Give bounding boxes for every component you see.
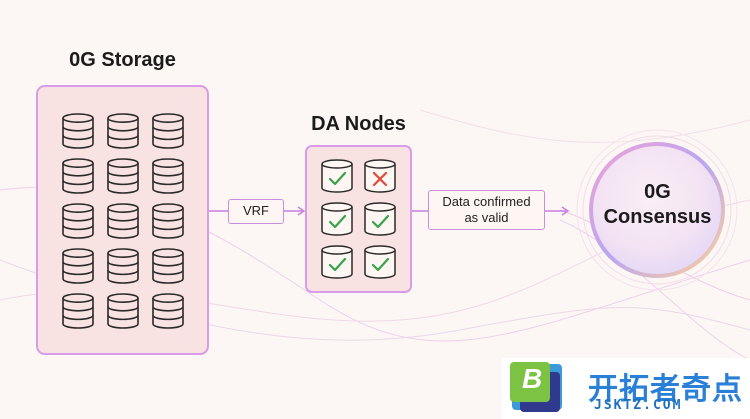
check-icon	[328, 214, 347, 229]
database-icon	[107, 293, 139, 329]
database-icon	[62, 248, 94, 284]
confirmation-line-1: Data confirmed	[442, 194, 531, 209]
database-icon	[62, 158, 94, 194]
da-node	[364, 245, 396, 279]
consensus-line-1: 0G	[644, 181, 671, 203]
watermark-text-en: JSKTZ.COM	[594, 398, 683, 413]
consensus-orb	[576, 129, 738, 291]
database-icon	[62, 203, 94, 239]
da-node	[321, 159, 353, 193]
confirmation-line-2: as valid	[464, 210, 509, 225]
check-icon	[328, 171, 347, 186]
database-icon	[152, 203, 184, 239]
watermark-letter: B	[522, 363, 543, 394]
storage-title: 0G Storage	[69, 49, 176, 71]
database-icon	[152, 158, 184, 194]
database-icon	[62, 113, 94, 149]
check-icon	[371, 257, 390, 272]
check-icon	[328, 257, 347, 272]
da-nodes-title: DA Nodes	[311, 113, 406, 135]
database-icon	[107, 248, 139, 284]
database-icon	[107, 203, 139, 239]
wave-line	[419, 109, 750, 143]
database-icon	[107, 113, 139, 149]
confirmation-label: Data confirmed as valid	[428, 190, 545, 230]
cross-icon	[372, 171, 388, 187]
arrow-head	[561, 206, 570, 216]
database-icon	[62, 293, 94, 329]
check-icon	[371, 214, 390, 229]
watermark-text-cn: 开拓者奇点	[588, 373, 743, 406]
database-icon	[152, 293, 184, 329]
database-icon	[152, 248, 184, 284]
database-icon	[152, 113, 184, 149]
arrow-head	[297, 206, 306, 216]
database-icon	[107, 158, 139, 194]
storage-grid	[62, 113, 184, 329]
da-node-grid	[321, 159, 396, 279]
consensus-label: 0G Consensus	[590, 180, 725, 230]
vrf-text: VRF	[243, 203, 269, 218]
da-node	[364, 202, 396, 236]
consensus-line-2: Consensus	[603, 206, 712, 228]
arrows	[209, 206, 570, 216]
da-node	[321, 202, 353, 236]
da-node	[321, 245, 353, 279]
vrf-label: VRF	[228, 199, 284, 224]
da-node	[364, 159, 396, 193]
watermark-logo-icon	[510, 362, 562, 412]
